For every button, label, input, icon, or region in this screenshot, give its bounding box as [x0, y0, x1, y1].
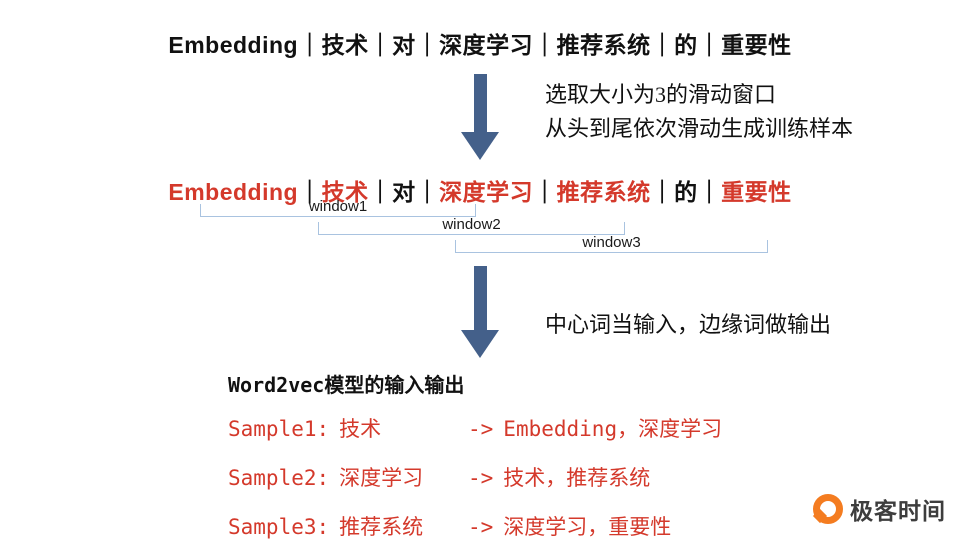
sentence-segment: 重要性: [721, 179, 792, 205]
sentence-separator: ｜: [533, 179, 557, 205]
window1-bracket: window1: [200, 199, 476, 217]
sample-left: Sample3: 推荐系统: [228, 511, 468, 541]
geektime-logo-text: 极客时间: [850, 498, 946, 524]
sentence-separator: ｜: [298, 179, 322, 205]
sample-input-word: 推荐系统: [339, 515, 424, 539]
down-arrow-shaft: [473, 74, 487, 132]
sample-input-word: 深度学习: [339, 466, 424, 490]
sample-row-2: Sample2: 深度学习 -> 技术，推荐系统: [228, 462, 722, 492]
geektime-logo-icon: [812, 494, 843, 524]
arrow-text: ->: [468, 515, 494, 539]
sentence-separator: ｜: [697, 179, 722, 205]
down-arrow-icon: [461, 266, 499, 358]
sentence-segment: Embedding: [168, 179, 299, 205]
sample-label: Sample3:: [228, 515, 330, 539]
down-arrow-icon: [461, 74, 499, 160]
sample-list: Sample1: 技术 -> Embedding，深度学习 Sample2: 深度学习 -…: [228, 413, 722, 541]
sample-label: Sample1:: [228, 417, 330, 441]
sentence-segment: 技术: [321, 179, 369, 205]
window3-label: window3: [582, 234, 641, 251]
down-arrow-head: [461, 330, 499, 358]
sample-left: Sample2: 深度学习: [228, 462, 468, 492]
highlighted-sentence: Embedding｜技术｜对｜深度学习｜推荐系统｜的｜重要性: [0, 173, 960, 207]
sample-row-1: Sample1: 技术 -> Embedding，深度学习: [228, 413, 722, 443]
sentence-separator: ｜: [650, 179, 675, 205]
geektime-logo-tail: [812, 508, 828, 524]
sentence-segment: 对: [392, 179, 416, 205]
geektime-logo: 极客时间: [812, 492, 946, 526]
sample-output-words: Embedding，深度学习: [503, 417, 723, 441]
sentence-segment: 深度学习: [439, 179, 534, 205]
sample-output-words: 深度学习，重要性: [503, 515, 672, 539]
sliding-window-note-line1: 选取大小为3的滑动窗口: [545, 82, 777, 107]
down-arrow-head: [461, 132, 499, 160]
sentence-separator: ｜: [368, 179, 393, 205]
page-title: Embedding｜技术｜对｜深度学习｜推荐系统｜的｜重要性: [168, 32, 792, 58]
window1-label: window1: [308, 198, 368, 215]
sample-left: Sample1: 技术: [228, 413, 468, 443]
sample-input-word: 技术: [339, 417, 382, 441]
sample-row-3: Sample3: 推荐系统 -> 深度学习，重要性: [228, 511, 722, 541]
sliding-window-note: 选取大小为3的滑动窗口 从头到尾依次滑动生成训练样本: [545, 78, 853, 146]
window2-label: window2: [442, 216, 501, 233]
sample-output-words: 技术，推荐系统: [503, 466, 651, 490]
arrow-text: ->: [468, 417, 494, 441]
sample-label: Sample2:: [228, 466, 330, 490]
down-arrow-shaft: [473, 266, 487, 330]
word2vec-io-title: Word2vec模型的输入输出: [228, 373, 465, 397]
sentence-segment: 的: [674, 179, 698, 205]
sentence-separator: ｜: [415, 179, 440, 205]
center-word-note: 中心词当输入，边缘词做输出: [545, 312, 832, 337]
arrow-text: ->: [468, 466, 494, 490]
window2-bracket: window2: [318, 217, 625, 235]
sliding-window-note-line2: 从头到尾依次滑动生成训练样本: [545, 116, 854, 141]
window3-bracket: window3: [455, 235, 768, 253]
sentence-segment: 推荐系统: [556, 179, 651, 205]
